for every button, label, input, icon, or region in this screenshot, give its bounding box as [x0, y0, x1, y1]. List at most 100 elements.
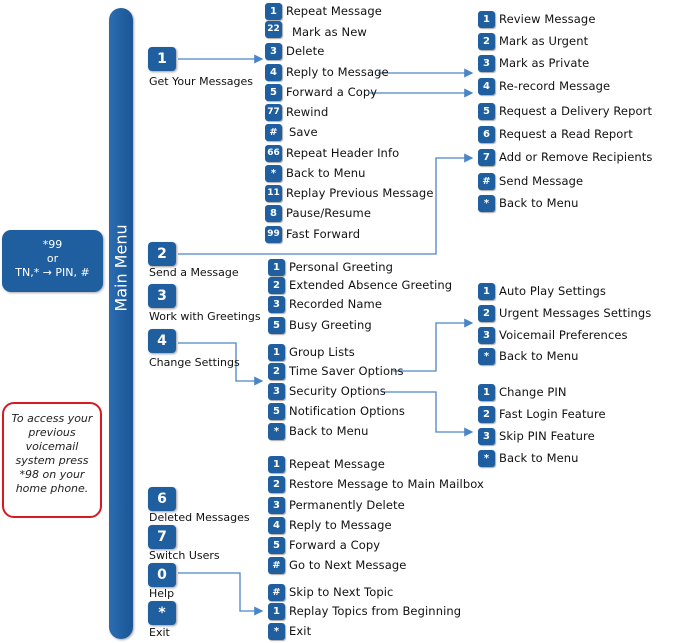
key-read-report[interactable]: 6	[478, 126, 495, 143]
key-delivery-report[interactable]: 5	[478, 103, 495, 120]
menu-label-deleted-messages: Deleted Messages	[149, 511, 250, 524]
option-extended-absence: Extended Absence Greeting	[289, 278, 453, 292]
key-recipients[interactable]: 7	[478, 149, 495, 166]
menu-label-help: Help	[149, 587, 175, 600]
option-review-message: Review Message	[499, 12, 596, 26]
key-re-record[interactable]: 4	[478, 78, 495, 95]
option-deleted-repeat: Repeat Message	[289, 457, 385, 471]
key-fast-login[interactable]: 2	[478, 406, 495, 423]
option-mark-private: Mark as Private	[499, 56, 590, 70]
option-change-pin: Change PIN	[499, 385, 567, 399]
option-re-record: Re-record Message	[499, 79, 611, 93]
key-notification-options[interactable]: 5	[268, 403, 285, 420]
option-skip-pin: Skip PIN Feature	[499, 429, 595, 443]
option-auto-play: Auto Play Settings	[499, 284, 606, 298]
key-pause-resume[interactable]: 8	[265, 205, 282, 222]
option-group-lists: Group Lists	[289, 345, 355, 359]
key-skip-pin[interactable]: 3	[478, 428, 495, 445]
option-repeat-message: Repeat Message	[286, 4, 382, 18]
key-send-back-to-menu[interactable]: *	[478, 195, 495, 212]
access-code-primary: *99	[42, 238, 63, 251]
option-delete: Delete	[286, 44, 325, 58]
option-send-back-to-menu: Back to Menu	[499, 196, 579, 210]
key-voicemail-preferences[interactable]: 3	[478, 327, 495, 344]
key-mark-private[interactable]: 3	[478, 55, 495, 72]
key-forward-a-copy[interactable]: 5	[265, 84, 282, 101]
menu-key-send-message[interactable]: 2	[148, 242, 176, 266]
access-or: or	[46, 252, 59, 265]
key-help-exit[interactable]: *	[268, 623, 285, 640]
key-back-to-menu[interactable]: *	[265, 165, 282, 182]
option-mark-urgent: Mark as Urgent	[499, 34, 589, 48]
key-save[interactable]: #	[265, 124, 282, 141]
key-security-back-to-menu[interactable]: *	[478, 450, 495, 467]
key-delete[interactable]: 3	[265, 43, 282, 60]
menu-label-switch-users: Switch Users	[149, 549, 220, 562]
previous-voicemail-note: To access your previous voicemail system…	[2, 402, 102, 518]
menu-label-get-messages: Get Your Messages	[149, 75, 254, 88]
option-replay-previous: Replay Previous Message	[286, 186, 434, 200]
key-skip-topic[interactable]: #	[268, 584, 285, 601]
key-send-message[interactable]: #	[478, 173, 495, 190]
key-repeat-header-info[interactable]: 66	[265, 145, 282, 162]
key-change-pin[interactable]: 1	[478, 384, 495, 401]
key-busy-greeting[interactable]: 5	[268, 317, 285, 334]
option-busy-greeting: Busy Greeting	[289, 318, 372, 332]
key-reply-to-message[interactable]: 4	[265, 64, 282, 81]
key-replay-previous[interactable]: 11	[265, 185, 282, 202]
option-timesaver-back-to-menu: Back to Menu	[499, 349, 579, 363]
key-deleted-repeat[interactable]: 1	[268, 456, 285, 473]
key-urgent-settings[interactable]: 2	[478, 305, 495, 322]
main-menu-title: Main Menu	[111, 224, 131, 312]
option-voicemail-preferences: Voicemail Preferences	[499, 328, 628, 342]
key-permanently-delete[interactable]: 3	[268, 497, 285, 514]
access-code-alternate: TN,* → PIN, #	[15, 266, 90, 279]
menu-key-change-settings[interactable]: 4	[148, 329, 176, 353]
key-personal-greeting[interactable]: 1	[268, 259, 285, 276]
menu-key-greetings[interactable]: 3	[148, 284, 176, 308]
key-deleted-forward[interactable]: 5	[268, 537, 285, 554]
key-review-message[interactable]: 1	[478, 11, 495, 28]
key-settings-back-to-menu[interactable]: *	[268, 423, 285, 440]
option-permanently-delete: Permanently Delete	[289, 498, 405, 512]
key-deleted-reply[interactable]: 4	[268, 517, 285, 534]
key-rewind[interactable]: 77	[265, 104, 282, 121]
key-extended-absence[interactable]: 2	[268, 277, 285, 294]
option-forward-a-copy: Forward a Copy	[286, 85, 378, 99]
option-security-options: Security Options	[289, 384, 386, 398]
menu-label-send-message: Send a Message	[149, 266, 239, 279]
option-delivery-report: Request a Delivery Report	[499, 104, 653, 118]
key-fast-forward[interactable]: 99	[265, 226, 282, 243]
option-personal-greeting: Personal Greeting	[289, 260, 394, 274]
key-next-message[interactable]: #	[268, 557, 285, 574]
option-back-to-menu: Back to Menu	[286, 166, 366, 180]
menu-key-get-messages[interactable]: 1	[148, 47, 176, 71]
option-fast-login: Fast Login Feature	[499, 407, 606, 421]
key-replay-topics[interactable]: 1	[268, 603, 285, 620]
menu-key-help[interactable]: 0	[148, 563, 176, 587]
key-security-options[interactable]: 3	[268, 383, 285, 400]
option-urgent-settings: Urgent Messages Settings	[499, 306, 652, 320]
key-group-lists[interactable]: 1	[268, 344, 285, 361]
key-mark-as-new[interactable]: 22	[265, 21, 282, 38]
menu-label-greetings: Work with Greetings	[149, 310, 261, 323]
key-time-saver[interactable]: 2	[268, 363, 285, 380]
key-repeat-message[interactable]: 1	[265, 3, 282, 20]
key-timesaver-back-to-menu[interactable]: *	[478, 348, 495, 365]
option-settings-back-to-menu: Back to Menu	[289, 424, 369, 438]
menu-key-exit[interactable]: *	[148, 601, 176, 625]
option-restore-message: Restore Message to Main Mailbox	[289, 477, 484, 491]
option-repeat-header-info: Repeat Header Info	[286, 146, 400, 160]
key-restore-message[interactable]: 2	[268, 476, 285, 493]
option-reply-to-message: Reply to Message	[286, 65, 389, 79]
option-deleted-forward: Forward a Copy	[289, 538, 381, 552]
option-next-message: Go to Next Message	[289, 558, 407, 572]
option-recorded-name: Recorded Name	[289, 297, 382, 311]
menu-key-switch-users[interactable]: 7	[148, 525, 176, 549]
key-recorded-name[interactable]: 3	[268, 296, 285, 313]
key-auto-play[interactable]: 1	[478, 283, 495, 300]
key-mark-urgent[interactable]: 2	[478, 33, 495, 50]
main-menu-bar	[109, 8, 133, 639]
menu-key-deleted-messages[interactable]: 6	[148, 487, 176, 511]
